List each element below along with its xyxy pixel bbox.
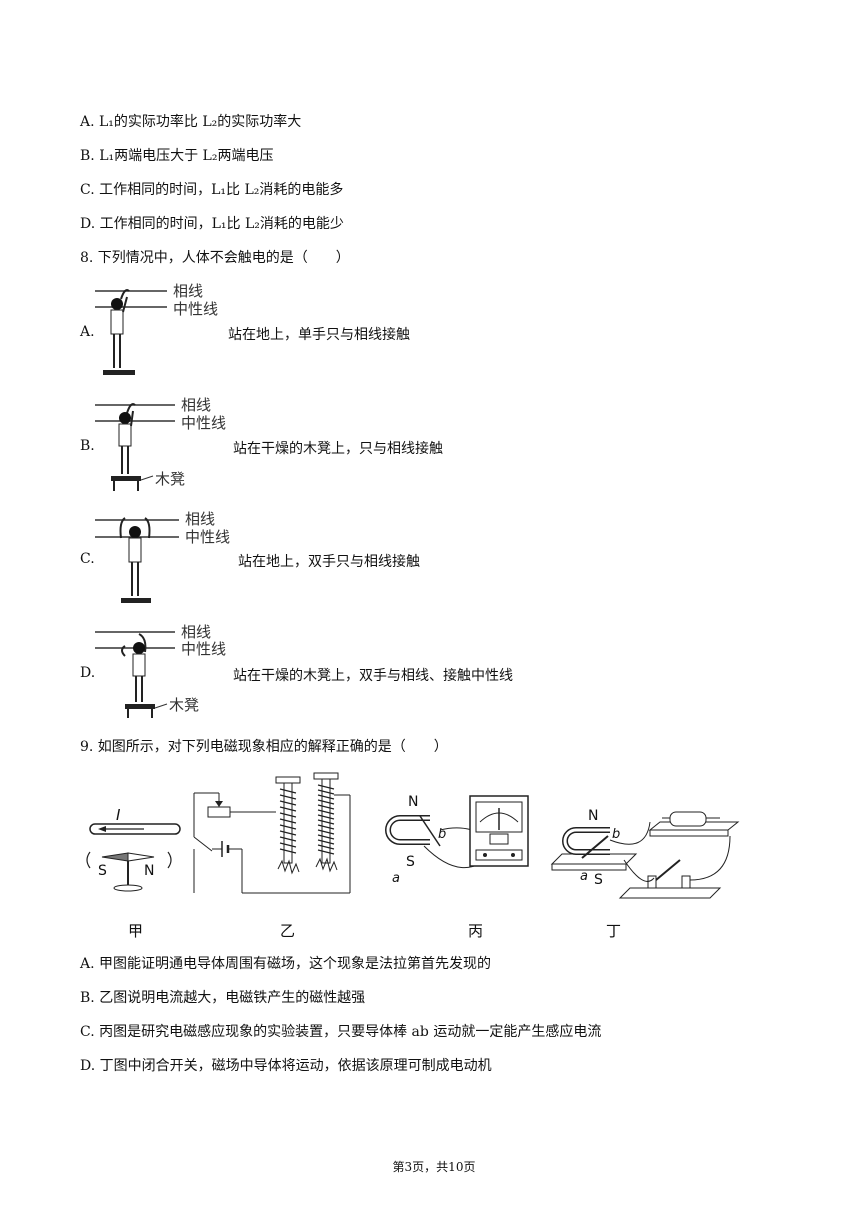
q8-d-stool-label: 木凳	[169, 696, 199, 714]
q9-fig-bing-label: 丙	[468, 922, 484, 940]
q8-option-a-caption: 站在地上，单手只与相线接触	[228, 327, 410, 343]
q9-ding-north: N	[588, 808, 598, 824]
q8-b-wire-live: 相线	[181, 396, 211, 414]
q8-c-wire-live: 相线	[185, 510, 215, 528]
q9-option-a: A. 甲图能证明通电导体周围有磁场，这个现象是法拉第首先发现的	[80, 956, 492, 972]
q8-option-a-label: A.	[80, 324, 95, 340]
q9-fig-jia: I S N	[86, 806, 181, 892]
q8-a-wire-live: 相线	[173, 282, 203, 300]
page-footer: 第3页，共10页	[392, 1160, 476, 1174]
q7-option-c: C. 工作相同的时间，L₁比 L₂消耗的电能多	[80, 182, 344, 198]
q8-option-c-figure: 相线 中性线	[95, 510, 230, 603]
q9-bing-a: a	[392, 871, 400, 886]
q8-b-wire-neutral: 中性线	[181, 414, 226, 432]
q9-bing-north: N	[408, 794, 418, 810]
q8-c-wire-neutral: 中性线	[185, 528, 230, 546]
q9-stem: 9. 如图所示，对下列电磁现象相应的解释正确的是（ ）	[80, 739, 448, 755]
q8-a-wire-neutral: 中性线	[173, 300, 218, 318]
q8-d-wire-neutral: 中性线	[181, 640, 226, 658]
q8-option-d-label: D.	[80, 665, 96, 681]
q8-option-c-caption: 站在地上，双手只与相线接触	[238, 554, 420, 570]
q9-option-c: C. 丙图是研究电磁感应现象的实验装置，只要导体棒 ab 运动就一定能产生感应电…	[80, 1024, 602, 1040]
q9-option-d: D. 丁图中闭合开关，磁场中导体将运动，依据该原理可制成电动机	[80, 1058, 492, 1074]
q8-option-b-figure: 相线 中性线 木凳	[95, 396, 226, 491]
q8-b-stool-label: 木凳	[155, 470, 185, 488]
q9-jia-current: I	[116, 806, 121, 824]
q8-option-d-caption: 站在干燥的木凳上，双手与相线、接触中性线	[233, 668, 513, 684]
q9-ding-south: S	[594, 872, 603, 888]
q8-d-wire-live: 相线	[181, 623, 211, 641]
q9-fig-ding: N b a S	[550, 808, 740, 899]
q9-fig-yi	[193, 772, 351, 894]
q8-option-b-caption: 站在干燥的木凳上，只与相线接触	[233, 441, 443, 457]
q8-option-c-label: C.	[80, 551, 95, 567]
q9-fig-ding-label: 丁	[606, 922, 622, 940]
q7-option-b: B. L₁两端电压大于 L₂两端电压	[80, 148, 274, 164]
q9-fig-bing: N b a S	[385, 794, 529, 886]
q8-stem: 8. 下列情况中，人体不会触电的是（ ）	[80, 250, 350, 266]
q8-option-a-figure: 相线 中性线	[95, 282, 218, 375]
q9-jia-north: N	[144, 863, 154, 879]
q9-bing-south: S	[406, 854, 415, 870]
q8-option-d-figure: 相线 中性线 木凳	[95, 623, 226, 718]
q8-option-b-label: B.	[80, 438, 95, 454]
q9-option-b: B. 乙图说明电流越大，电磁铁产生的磁性越强	[80, 990, 366, 1006]
q9-fig-jia-label: 甲	[128, 922, 144, 940]
q7-option-d: D. 工作相同的时间，L₁比 L₂消耗的电能少	[80, 216, 344, 232]
q9-bing-b: b	[438, 827, 446, 842]
q9-ding-a: a	[580, 869, 588, 884]
q9-ding-b: b	[612, 827, 620, 842]
q9-jia-south: S	[98, 863, 107, 879]
q9-fig-yi-label: 乙	[280, 922, 296, 940]
q7-option-a: A. L₁的实际功率比 L₂的实际功率大	[80, 114, 302, 130]
